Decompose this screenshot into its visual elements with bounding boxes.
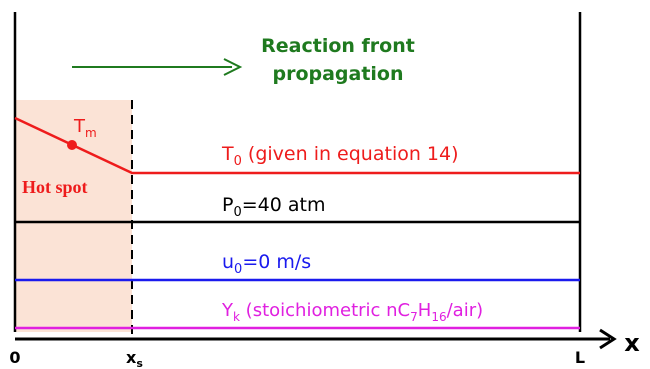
hot-spot-label: Hot spot <box>22 177 88 197</box>
propagation-arrow-head <box>223 58 243 76</box>
x-axis-label: x <box>624 329 640 357</box>
origin-tick-label: 0 <box>9 348 20 367</box>
tm-point-marker <box>67 140 77 150</box>
u0-label: u0=0 m/s <box>222 251 311 277</box>
xs-tick-label: xs <box>126 348 143 369</box>
yk-label: Yk (stoichiometric nC7H16/air) <box>221 300 483 324</box>
p0-label: P0=40 atm <box>222 194 326 220</box>
arrow-label-line2: propagation <box>272 63 403 85</box>
arrow-label-line1: Reaction front <box>261 35 415 57</box>
temperature-profile-line <box>14 116 580 175</box>
L-tick-label: L <box>575 348 585 367</box>
t0-label: T0 (given in equation 14) <box>221 143 459 169</box>
hot-spot-region <box>15 100 132 332</box>
tm-label: Tm <box>73 116 97 140</box>
x-axis-arrowhead <box>599 328 617 350</box>
